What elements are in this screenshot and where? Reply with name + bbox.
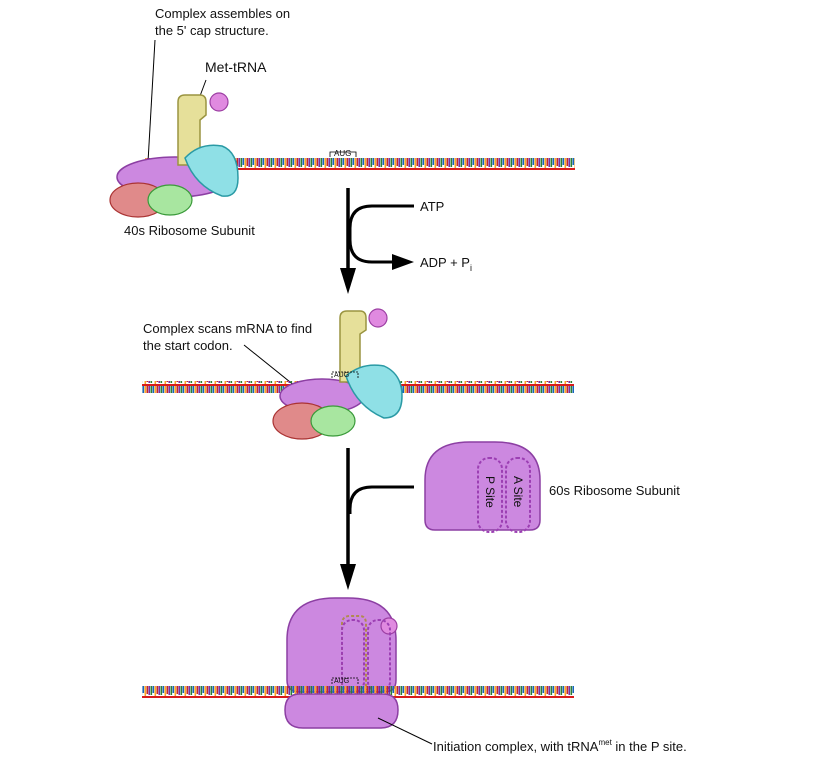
stage-2-group: Complex scans mRNA to find the start cod…: [142, 308, 574, 440]
cap-note-line-1: Complex assembles on: [155, 6, 290, 21]
atp-label: ATP: [420, 199, 444, 214]
methionine-ball: [209, 92, 229, 112]
initiation-complex-label: Initiation complex, with tRNAmet in the …: [433, 738, 687, 754]
aug-bracket-3: [331, 677, 359, 684]
down-arrow-1-head: [340, 268, 356, 294]
trna-in-p-site: [341, 615, 367, 690]
aug-label: AUG: [334, 149, 351, 158]
initiation-factor-cyan-2: [345, 364, 403, 419]
mrna-strand: [145, 158, 575, 170]
p-site-outline: [477, 457, 503, 533]
met-trna-shape-2: [339, 310, 367, 383]
met-trna-label: Met-tRNA: [205, 59, 267, 75]
met-trna-pointer: [199, 79, 207, 97]
initiation-factor-green-2: [310, 405, 356, 437]
join-branch: [348, 485, 414, 514]
down-arrow-2-head: [340, 564, 356, 590]
atp-branch: [348, 204, 414, 264]
energy-arrow-group: ATP ADP + Pi: [340, 188, 472, 294]
subunit-40s-label: 40s Ribosome Subunit: [124, 223, 255, 238]
cap-note-line-2: the 5' cap structure.: [155, 23, 269, 38]
ribosome-60s: [424, 441, 541, 531]
stage-1-group: Complex assembles on the 5' cap structur…: [109, 6, 575, 238]
aug-label-2: AUG: [334, 372, 349, 379]
cap-note-pointer: [147, 39, 156, 163]
a-site-label: A Site: [511, 476, 525, 508]
scan-note-line-1: Complex scans mRNA to find: [143, 321, 312, 336]
stage-3-group: AUG Initiation complex, with tRNAmet in …: [142, 597, 687, 754]
adp-arrow-head: [392, 254, 414, 270]
methionine-ball-2: [368, 308, 388, 328]
a-site-outline: [505, 457, 531, 533]
ribosome-40s-joined: [284, 693, 399, 729]
p-site-label: P Site: [483, 476, 497, 508]
initiation-factor-green: [147, 184, 193, 216]
adp-pi-label: ADP + Pi: [420, 255, 472, 273]
initiation-factor-cyan: [184, 144, 239, 197]
subunit-60s-label: 60s Ribosome Subunit: [549, 483, 680, 498]
init-note-pointer: [377, 717, 433, 745]
scan-note-line-2: the start codon.: [143, 338, 233, 353]
aug-label-3: AUG: [334, 678, 349, 685]
aug-bracket-2: [331, 371, 359, 378]
aug-bracket: [329, 151, 357, 157]
join-arrow-group: P Site A Site 60s Ribosome Subunit: [340, 441, 680, 590]
mrna-strand-3: [142, 686, 574, 698]
